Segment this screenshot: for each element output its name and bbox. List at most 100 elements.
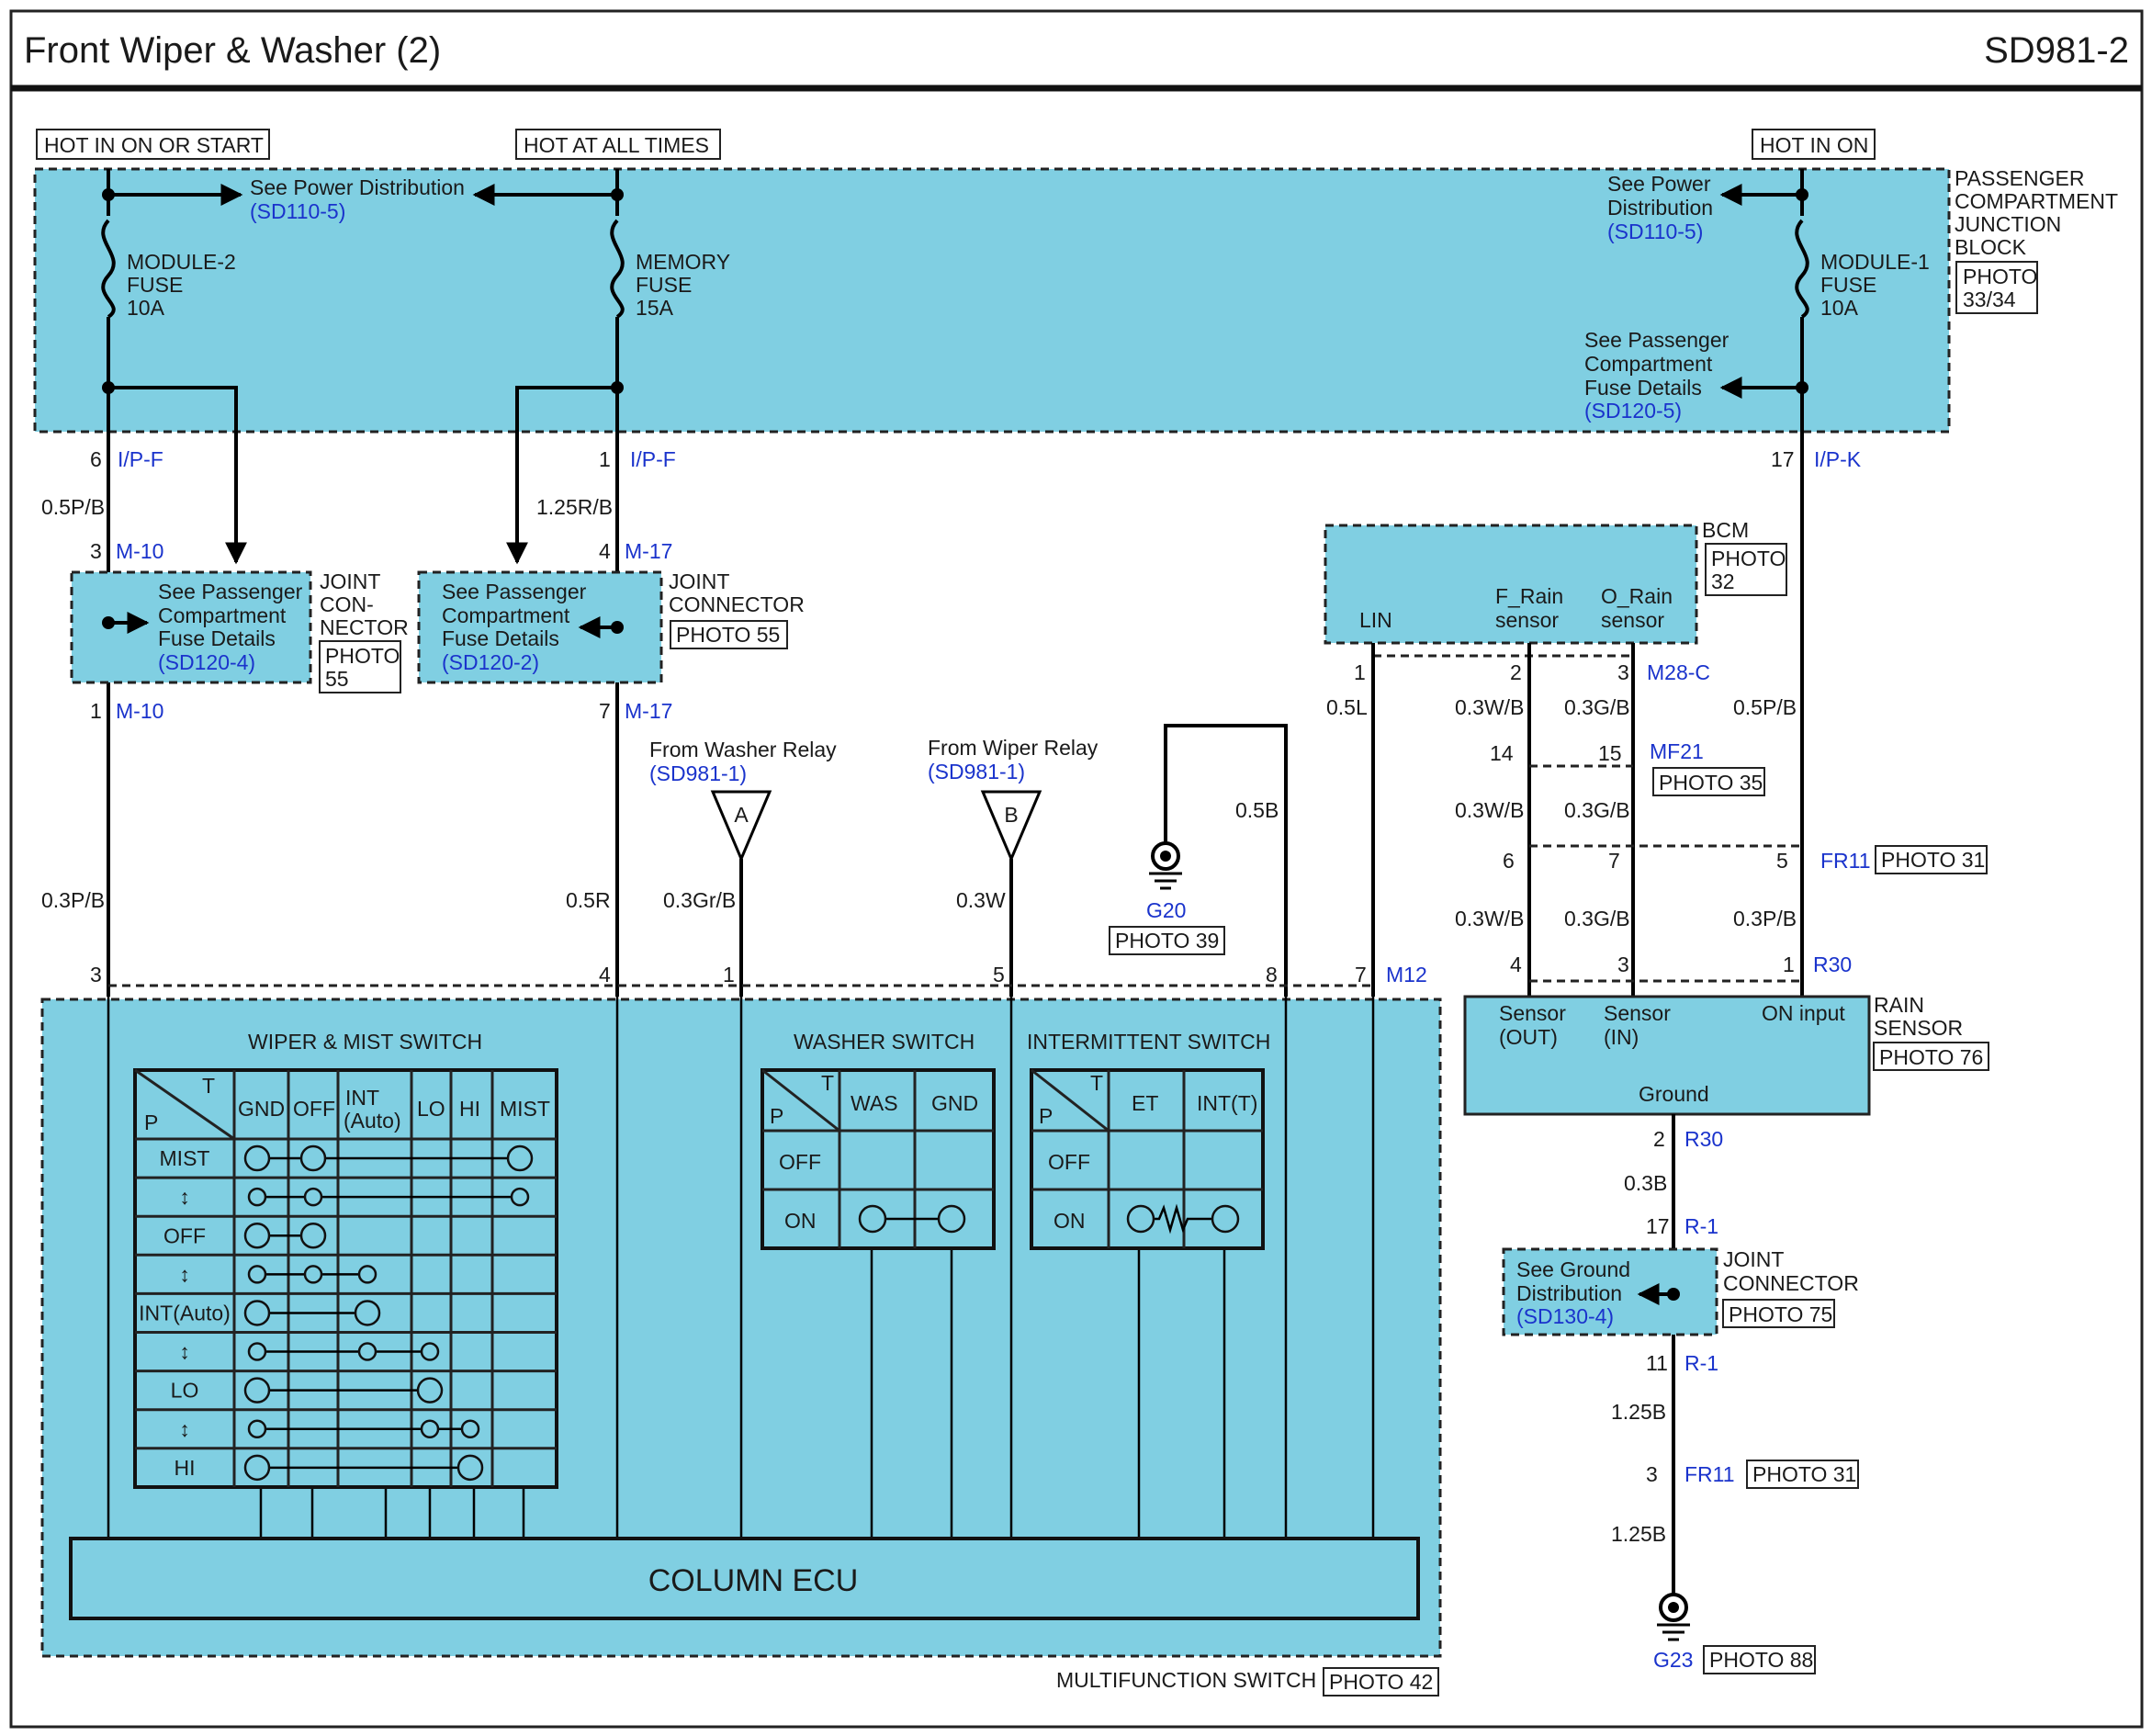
column-ecu-label: COLUMN ECU [648,1563,859,1598]
see-power-left-ref[interactable]: (SD110-5) [250,199,345,223]
wiper-contact-circle [420,1342,440,1361]
see-power-right-ref[interactable]: (SD110-5) [1607,220,1703,243]
conn-r30-1: R30 [1813,953,1852,976]
see-fuse-right-3: Fuse Details [1584,376,1702,400]
mf21-photo: PHOTO 35 [1659,771,1763,795]
rain-sensor-ground: Ground [1639,1082,1709,1106]
joint-left-see-2: Compartment [158,603,287,627]
joint-mid-ref[interactable]: (SD120-2) [442,650,539,674]
pin-7: 7 [599,699,611,723]
fuse-module-2-label-1: MODULE-2 [127,250,236,274]
joint-ground-photo: PHOTO 75 [1729,1302,1832,1326]
wiper-contact-circle [456,1454,484,1482]
power-labels: HOT IN ON OR START HOT AT ALL TIMES HOT … [36,129,1876,160]
washer-relay-ref[interactable]: (SD981-1) [649,761,747,785]
conn-ipk: I/P-K [1814,447,1862,471]
int-col-et: ET [1132,1091,1158,1115]
conn-m10-2: M-10 [116,699,163,723]
pin-m5: 5 [993,963,1005,986]
wire-03b: 0.3B [1624,1171,1667,1195]
see-power-left: See Power Distribution [250,175,465,199]
pin-m4: 4 [599,963,611,986]
washer-relay-letter: A [734,803,749,827]
wiper-row-label: INT(Auto) [139,1301,231,1325]
bcm-lin: LIN [1359,608,1392,632]
wiper-relay-letter: B [1004,803,1018,827]
rain-sensor-photo: PHOTO 76 [1879,1045,1983,1069]
pin-1d: 1 [1783,953,1795,976]
wiper-contact-circle [243,1377,271,1403]
fuse-memory-label-2: FUSE [636,273,692,297]
bcm-label: BCM [1702,518,1749,542]
conn-r1-2: R-1 [1684,1351,1718,1375]
wiper-row-label: ↕ [179,1262,190,1286]
conn-fr11: FR11 [1820,849,1871,873]
joint-mid-label-1: JOINT [669,569,729,593]
g23-photo: PHOTO 88 [1709,1648,1813,1672]
joint-mid-see-1: See Passenger [442,580,587,603]
wiper-contact-circle [510,1187,530,1207]
wire-125b-b: 1.25B [1611,1522,1666,1546]
pin-7b: 7 [1608,849,1620,873]
junction-block [33,167,1951,434]
pin-r3: 3 [1646,1462,1658,1486]
conn-ipf-1: I/P-F [118,447,163,471]
washer-col-was: WAS [851,1091,898,1115]
wiper-contact-circle [243,1223,271,1249]
joint-connector-ground [1502,1247,1718,1336]
fuse-module-2-label-3: 10A [127,296,165,320]
wiper-contact-circle [247,1342,267,1361]
pin-4b: 4 [1510,953,1522,976]
wire-03pb-left: 0.3P/B [41,888,105,912]
wiper-contact-circle [416,1377,444,1403]
multifunction-label: MULTIFUNCTION SWITCH [1056,1668,1316,1692]
intermittent-switch-title: INTERMITTENT SWITCH [1027,1030,1270,1054]
junction-label-4: BLOCK [1955,235,2027,259]
pin-2: 2 [1510,660,1522,684]
joint-ground-ref[interactable]: (SD130-4) [1516,1304,1614,1328]
conn-r30-2: R30 [1684,1127,1723,1151]
joint-mid-photo: PHOTO 55 [676,623,780,647]
wire-125rb: 1.25R/B [536,495,613,519]
joint-left-ref[interactable]: (SD120-4) [158,650,255,674]
int-p-label: P [1039,1104,1053,1128]
wiper-relay-ref[interactable]: (SD981-1) [928,760,1025,783]
bcm-photo-1: PHOTO [1711,547,1786,570]
fuse-module-1-label-2: FUSE [1820,273,1876,297]
pin-14: 14 [1490,741,1514,765]
wiper-contact-circle [299,1223,327,1249]
wire-05pb: 0.5P/B [41,495,105,519]
joint-left-label-1: JOINT [320,569,380,593]
joint-mid-see-3: Fuse Details [442,626,559,650]
pin-17: 17 [1771,447,1795,471]
g20-photo: PHOTO 39 [1115,929,1219,953]
hot-all-label: HOT AT ALL TIMES [524,133,709,157]
see-fuse-right-ref[interactable]: (SD120-5) [1584,399,1682,423]
washer-switch-title: WASHER SWITCH [794,1030,975,1054]
wiper-contact-circle [247,1265,267,1284]
wiper-row-label: ↕ [179,1185,190,1209]
bcm-module [1324,524,1698,645]
column-ecu [69,1537,1420,1620]
junction-label-1: PASSENGER [1955,166,2084,190]
pin-m8: 8 [1266,963,1278,986]
washer-col-gnd: GND [931,1091,978,1115]
see-fuse-right-1: See Passenger [1584,328,1729,352]
wiper-row-label: HI [175,1456,196,1480]
joint-left-photo-2: 55 [325,667,349,691]
junction-photo-1: PHOTO [1963,265,2037,288]
joint-ground-label-2: CONNECTOR [1723,1271,1859,1295]
rain-sensor-in-2: (IN) [1604,1025,1639,1049]
wiper-switch-table [133,1068,558,1489]
bcm-orain-1: O_Rain [1601,584,1673,608]
pin-3c: 3 [1617,953,1629,976]
pin-m1: 1 [723,963,735,986]
wiper-row-label: ↕ [179,1340,190,1364]
joint-mid-see-2: Compartment [442,603,570,627]
wiper-row-label: OFF [163,1223,206,1247]
joint-left-see-1: See Passenger [158,580,303,603]
pin-r2: 2 [1653,1127,1665,1151]
wire-03w: 0.3W [956,888,1006,912]
joint-ground-label-1: JOINT [1723,1247,1784,1271]
conn-r1-1: R-1 [1684,1214,1718,1238]
